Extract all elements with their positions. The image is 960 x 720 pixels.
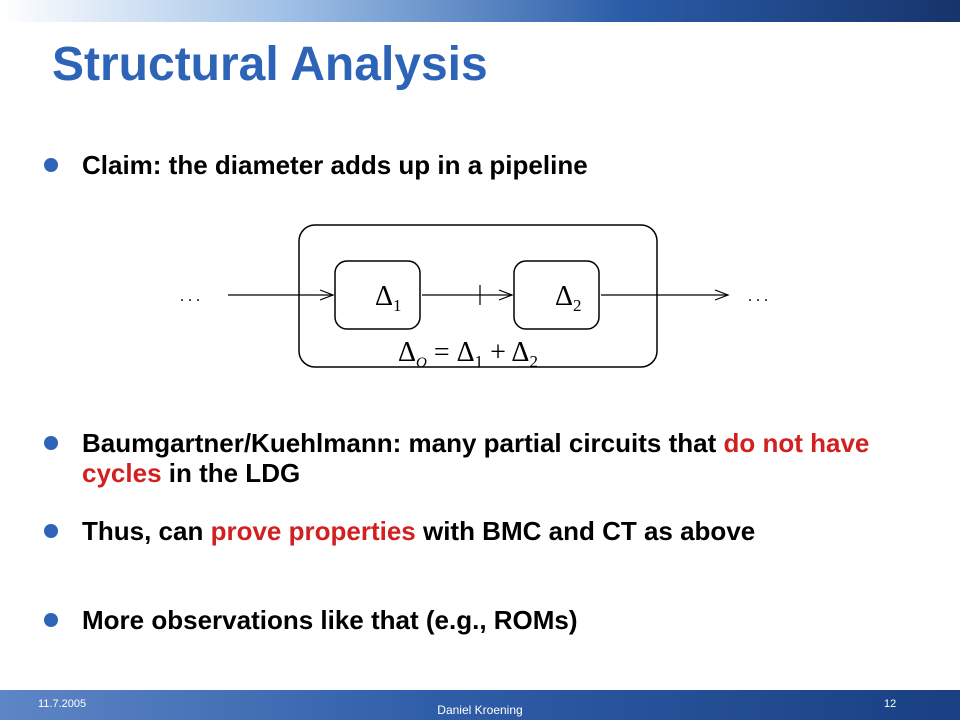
emphasis-text: prove properties (210, 516, 416, 546)
middle-arrowhead (498, 289, 514, 301)
page-number: 12 (884, 698, 897, 710)
pipeline-diagram: . . . . . . Δ1 Δ2 ΔO = Δ1 + Δ2 (180, 224, 768, 371)
input-arrowhead (319, 289, 335, 301)
emphasis-text: do not have cycles (82, 428, 870, 488)
bullet-text: Thus, can prove properties with BMC and … (82, 516, 756, 546)
footer-date: 11.7.2005 (38, 698, 87, 710)
bullet-dot (44, 436, 58, 450)
box-delta-1 (334, 260, 421, 330)
bullet-baumgartner: Baumgartner/Kuehlmann: many partial circ… (44, 428, 894, 488)
bullet-text: Claim: the diameter adds up in a pipelin… (82, 150, 588, 180)
top-gradient-bar (0, 0, 960, 22)
equation: ΔO = Δ1 + Δ2 (398, 337, 538, 371)
right-dots: . . . (748, 288, 768, 305)
label-delta-1: Δ1 (375, 281, 402, 315)
bullet-text: More observations like that (e.g., ROMs) (82, 605, 578, 635)
bullet-text: Baumgartner/Kuehlmann: many partial circ… (82, 428, 870, 488)
footer-author: Daniel Kroening (437, 703, 523, 717)
left-dots: . . . (180, 288, 200, 305)
bullet-thus: Thus, can prove properties with BMC and … (44, 516, 894, 546)
output-arrowhead (714, 289, 730, 301)
bullet-claim: Claim: the diameter adds up in a pipelin… (44, 150, 894, 180)
slide-title: Structural Analysis (52, 38, 488, 91)
bullet-dot (44, 524, 58, 538)
box-delta-2 (513, 260, 600, 330)
bullet-more: More observations like that (e.g., ROMs) (44, 605, 894, 635)
outer-box (298, 224, 658, 368)
label-delta-2: Δ2 (555, 281, 582, 315)
bullet-dot (44, 613, 58, 627)
bullet-dot (44, 158, 58, 172)
footer-bar: 11.7.2005 Daniel Kroening 12 (0, 690, 960, 720)
